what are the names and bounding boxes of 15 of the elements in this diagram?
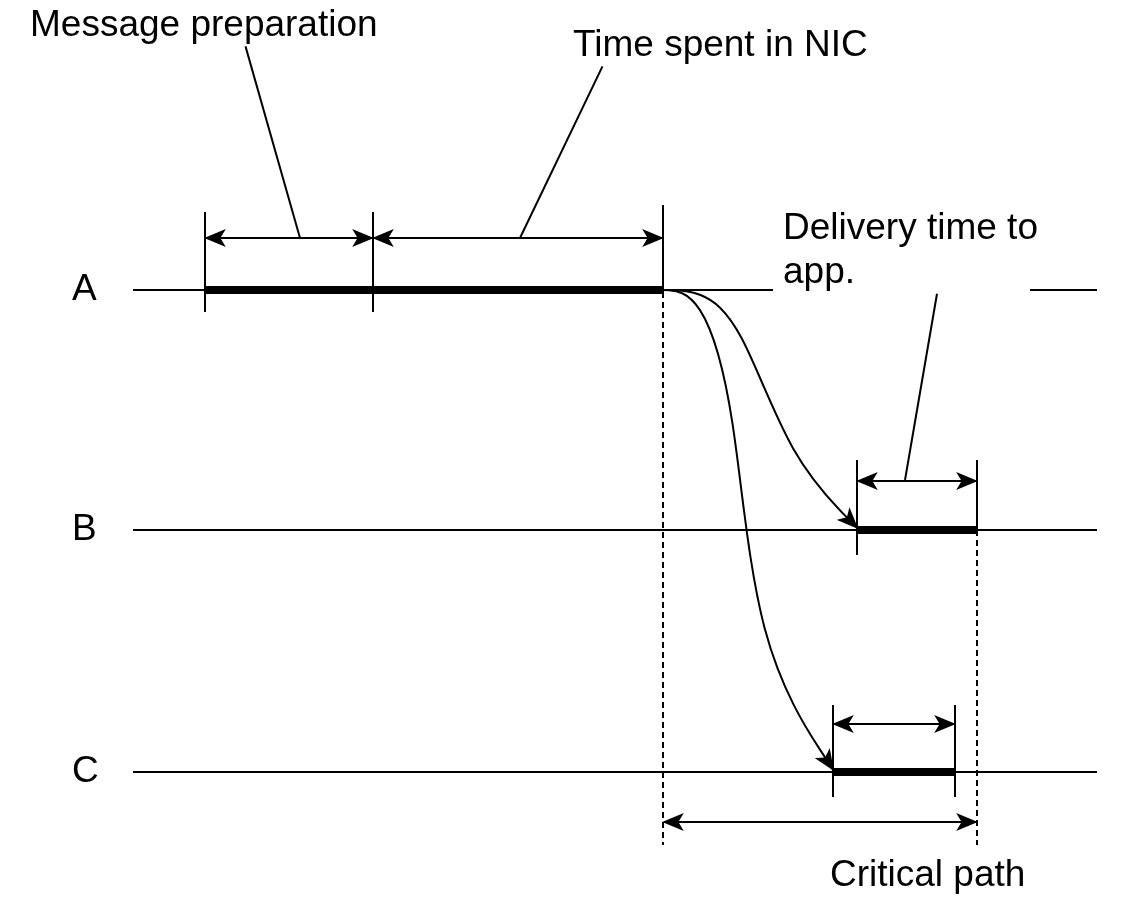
leader-line [519,65,604,239]
timeline-label: C [72,748,99,792]
callout-text: Time spent in NIC [573,22,868,67]
leader-line [904,292,938,481]
dimension-label: Critical path [830,852,1026,896]
callout-text: Message preparation [30,2,378,47]
timeline-label: A [72,266,97,310]
message-arrow [662,289,834,772]
timeline-bar [373,286,663,294]
timeline-label: B [72,506,97,550]
timeline-bar [833,768,955,776]
leader-line [244,45,301,239]
callout-text: Delivery time to app. [783,205,1063,294]
timeline-bar [205,286,373,294]
timeline-bar [857,526,977,534]
